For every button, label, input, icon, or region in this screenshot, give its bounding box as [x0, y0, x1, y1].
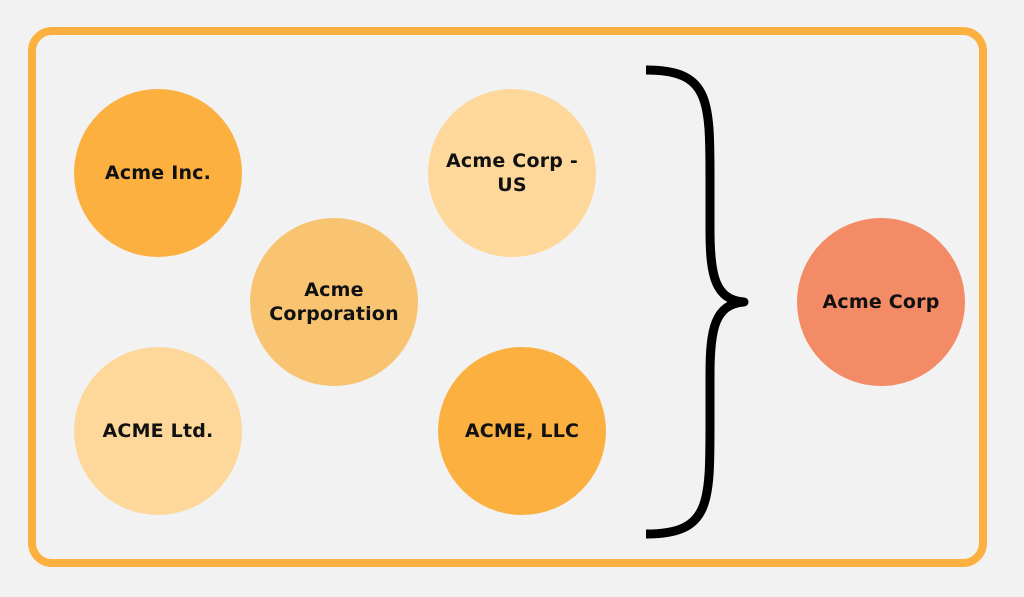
result-circle-acme-corp: Acme Corp [797, 218, 965, 386]
result-label: Acme Corp [822, 291, 940, 313]
variant-circle-acme-corp-us: Acme Corp - US [428, 89, 596, 257]
variant-label: Acme Corp - US [446, 150, 578, 196]
variant-label: Acme Corporation [269, 279, 399, 325]
variant-label: ACME, LLC [464, 420, 580, 442]
variant-circle-acme-inc: Acme Inc. [74, 89, 242, 257]
variant-label: Acme Inc. [104, 162, 212, 184]
brace-path [645, 65, 749, 539]
variant-circle-acme-corporation: Acme Corporation [250, 218, 418, 386]
variant-circle-acme-llc: ACME, LLC [438, 347, 606, 515]
curly-brace-icon [645, 65, 749, 539]
variant-circle-acme-ltd: ACME Ltd. [74, 347, 242, 515]
variant-label: ACME Ltd. [102, 420, 214, 442]
